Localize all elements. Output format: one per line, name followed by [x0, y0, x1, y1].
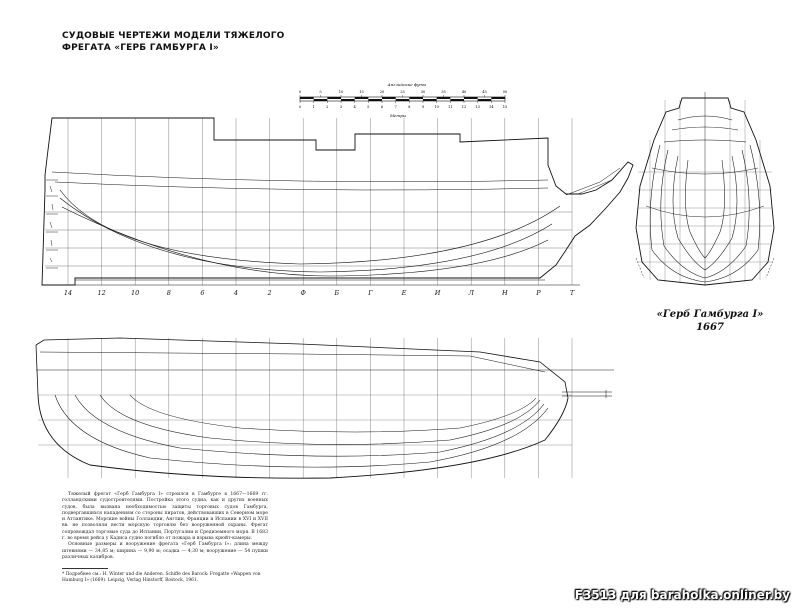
scale-meter-tick: 5	[367, 105, 370, 109]
scale-feet-tick: 50	[503, 90, 508, 94]
frame-label: Е	[401, 289, 407, 297]
frame-label: 8	[167, 289, 171, 297]
description-paragraph-1: Тяжелый фрегат «Герб Гамбурга I» строилс…	[62, 492, 268, 542]
scale-meter-tick: 14	[489, 105, 494, 109]
half-breadth-plan-view	[35, 337, 614, 479]
scale-meter-tick: 4	[354, 105, 357, 109]
scale-feet-tick: 25	[400, 90, 405, 94]
frame-label: 12	[97, 289, 105, 297]
scale-feet-tick: 45	[482, 90, 487, 94]
scale-meter-tick: 0	[299, 105, 302, 109]
frame-label: 10	[131, 289, 139, 297]
side-profile-view: 14 12 10 8 6 4 2 Ф Б Г Е И Л Н Р Т	[41, 117, 634, 297]
footnote-rule	[62, 568, 108, 569]
watermark: F3513 для baraholka.onliner.by	[574, 588, 790, 602]
frame-label: 2	[267, 289, 272, 297]
scale-feet-ticks: 0 5 10 15 20 25 30 35 40 45 50	[299, 90, 508, 97]
body-plan-view	[635, 92, 775, 286]
scale-meter-label: Метры	[389, 113, 406, 118]
scale-meter-tick: 9	[422, 105, 425, 109]
scale-meter-tick: 3	[340, 105, 343, 109]
scale-meter-tick: 8	[408, 105, 411, 109]
frame-label: Л	[467, 289, 474, 297]
scale-meter-tick: 10	[434, 105, 439, 109]
frame-label: Г	[367, 289, 373, 297]
frame-label: Р	[535, 289, 541, 297]
scale-meter-tick: 15	[503, 105, 508, 109]
frame-label: 4	[233, 289, 238, 297]
frame-label: Т	[570, 289, 575, 297]
ship-name: «Герб Гамбурга I»	[656, 309, 764, 320]
scale-meter-tick: 7	[395, 105, 398, 109]
scale-feet-label: Английские футы	[387, 82, 427, 87]
scale-feet-tick: 5	[319, 90, 322, 94]
scale-meter-tick: 12	[462, 105, 467, 109]
scale-meter-tick: 11	[448, 105, 453, 109]
ship-year: 1667	[696, 322, 724, 333]
frame-label: Н	[501, 289, 508, 297]
scale-feet-tick: 0	[299, 90, 302, 94]
scale-feet-tick: 10	[339, 90, 344, 94]
drawing-title: СУДОВЫЕ ЧЕРТЕЖИ МОДЕЛИ ТЯЖЕЛОГО ФРЕГАТА …	[62, 30, 285, 54]
footnote: * Подробнее см.: H. Winter und die Ander…	[62, 572, 261, 583]
title-line-2: ФРЕГАТА «ГЕРБ ГАМБУРГА I»	[62, 43, 219, 53]
scale-feet-tick: 35	[441, 90, 446, 94]
frame-label: Б	[333, 289, 339, 297]
scale-feet-tick: 40	[462, 90, 467, 94]
title-line-1: СУДОВЫЕ ЧЕРТЕЖИ МОДЕЛИ ТЯЖЕЛОГО	[62, 31, 285, 41]
ship-caption: «Герб Гамбурга I» 1667	[645, 308, 775, 334]
scale-meter-tick: 1	[313, 105, 315, 109]
scale-feet-tick: 30	[421, 90, 426, 94]
description-text: Тяжелый фрегат «Герб Гамбурга I» строилс…	[62, 492, 268, 561]
scale-feet-tick: 15	[359, 90, 364, 94]
scale-feet-tick: 20	[380, 90, 385, 94]
description-paragraph-2: Основные размеры и вооружение фрегата «Г…	[62, 542, 268, 560]
frame-label: 6	[200, 289, 204, 297]
scale-meter-tick: 13	[475, 105, 480, 109]
frame-label: И	[434, 289, 441, 297]
frame-label: 14	[64, 289, 72, 297]
scale-meter-tick: 6	[381, 105, 384, 109]
frame-label: Ф	[300, 289, 306, 297]
scale-meter-tick: 2	[326, 105, 328, 109]
